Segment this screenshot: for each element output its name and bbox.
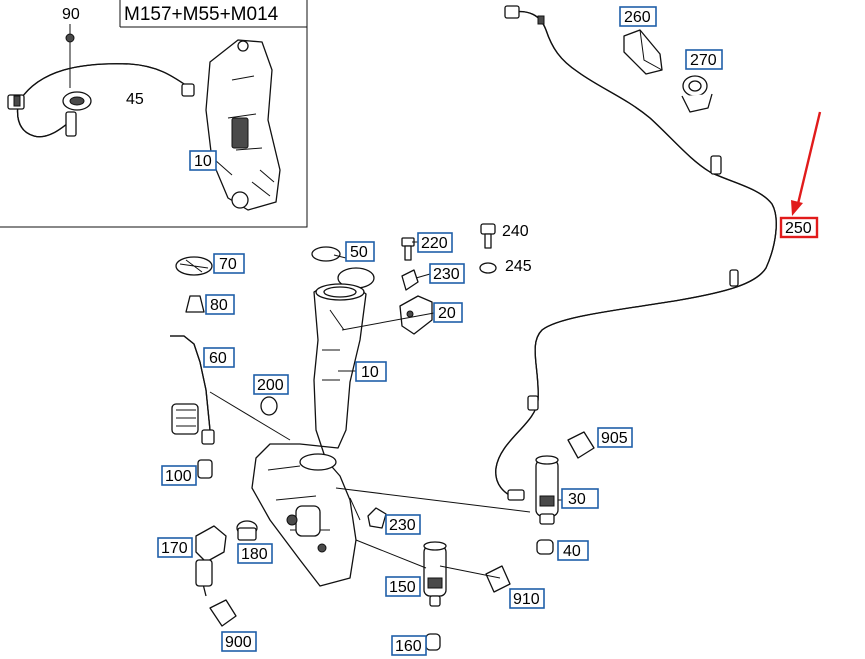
cap-gasket-50 [311,246,375,289]
svg-text:230: 230 [389,517,416,534]
svg-text:270: 270 [690,52,717,69]
label-45: 45 [126,91,144,108]
svg-text:260: 260 [624,9,651,26]
svg-text:900: 900 [225,634,252,651]
inset-hose-45 [7,63,195,138]
callout-50: 50 [345,241,375,262]
bracket-20 [399,295,433,335]
highlight-arrow [791,111,822,216]
callout-30: 30 [561,488,599,509]
callout-40: 40 [557,540,589,561]
svg-text:160: 160 [395,638,422,655]
callout-70: 70 [213,253,245,274]
svg-text:20: 20 [438,305,456,322]
connector-905 [567,431,595,459]
level-sensor-60 [170,335,215,445]
leader-lines [209,241,562,579]
inset-reservoir-10 [205,39,281,211]
callout-100: 100 [161,465,197,486]
label-240: 240 [502,223,529,240]
callout-180: 180 [237,543,273,564]
svg-text:230: 230 [433,266,460,283]
plug-180 [236,520,258,541]
callout-200: 200 [253,374,289,395]
svg-text:10: 10 [194,153,212,170]
svg-text:170: 170 [161,540,188,557]
nut-230-mid [367,507,387,529]
grommet-40 [536,539,554,555]
reservoir-10 [251,283,367,587]
callout-10-main: 10 [355,361,387,382]
svg-text:40: 40 [563,543,581,560]
svg-text:80: 80 [210,297,228,314]
callout-905: 905 [597,427,633,448]
washer-hose-250 [495,5,777,501]
connector-900 [209,599,237,627]
inset-title: M157+M55+M014 [124,4,279,25]
callout-10-inset: 10 [189,150,217,171]
svg-text:200: 200 [257,377,284,394]
grommet-160 [425,633,441,651]
inset-clip-90 [62,24,92,137]
connector-910 [485,565,511,593]
svg-text:905: 905 [601,430,628,447]
svg-text:30: 30 [568,491,586,508]
seal-200 [260,396,278,416]
inset-panel: M157+M55+M014 [0,0,308,228]
callout-160: 160 [391,635,427,656]
callout-230-mid: 230 [385,514,421,535]
svg-text:60: 60 [209,350,227,367]
callout-60: 60 [203,347,235,368]
callout-900: 900 [221,631,257,652]
callout-20: 20 [433,302,463,323]
label-90: 90 [62,6,80,23]
nut-230-top [401,269,419,291]
callout-150: 150 [385,576,421,597]
svg-text:250: 250 [785,220,812,237]
bolt-220 [401,237,415,261]
pump-30 [535,455,559,525]
callout-170: 170 [157,537,193,558]
svg-text:180: 180 [241,546,268,563]
pump-150 [423,541,447,607]
callout-80: 80 [205,294,235,315]
callout-250: 250 [779,216,819,239]
callout-270: 270 [685,49,723,70]
clip-260 [623,29,663,75]
grommet-100 [197,459,213,479]
callout-260: 260 [619,6,657,27]
svg-text:910: 910 [513,591,540,608]
cap-70 [175,256,213,276]
callout-220: 220 [417,232,453,253]
label-245: 245 [505,258,532,275]
svg-text:100: 100 [165,468,192,485]
connector-170 [195,525,227,597]
clip-270 [681,75,713,113]
svg-text:50: 50 [350,244,368,261]
svg-text:70: 70 [219,256,237,273]
bolt-240 [480,223,496,249]
callout-910: 910 [509,588,545,609]
svg-text:220: 220 [421,235,448,252]
callout-230-top: 230 [429,263,465,284]
svg-text:10: 10 [361,364,379,381]
washer-245 [479,262,497,274]
svg-text:150: 150 [389,579,416,596]
grommet-80 [185,295,205,313]
